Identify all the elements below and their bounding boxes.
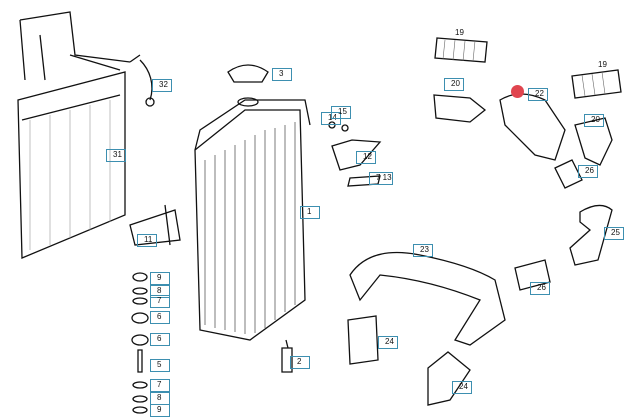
bracket-11 [129, 204, 181, 246]
part-label-25[interactable]: 25 [604, 227, 624, 240]
red-marker [511, 85, 524, 98]
outlet-20-left [433, 94, 487, 123]
part-label-19: 19 [455, 28, 464, 37]
part-label-5[interactable]: 5 [150, 359, 170, 372]
part-label-15[interactable]: 15 [331, 106, 351, 119]
part-label-32[interactable]: 32 [152, 79, 172, 92]
outlet-20-right [574, 117, 613, 166]
part-label-6[interactable]: 6 [150, 333, 170, 346]
washer-stack [131, 272, 149, 414]
part-label-19: 19 [598, 60, 607, 69]
part-label-6[interactable]: 6 [150, 311, 170, 324]
part-label-7[interactable]: 7 [150, 379, 170, 392]
hose-19-right [571, 69, 622, 99]
part-label-26[interactable]: 26 [530, 282, 550, 295]
part-label-20[interactable]: 20 [444, 78, 464, 91]
part-label-9[interactable]: 9 [150, 404, 170, 417]
thermostat-housing-22 [499, 93, 566, 161]
cable [139, 59, 153, 101]
hose-25 [569, 204, 613, 266]
part-label-12[interactable]: 12 [356, 151, 376, 164]
radiator [194, 109, 306, 341]
wire-bracket [19, 11, 141, 81]
cable-end [145, 97, 155, 107]
part-label-8[interactable]: 8 [150, 285, 170, 298]
part-label-24[interactable]: 24 [452, 381, 472, 394]
hose-26-upper [554, 159, 583, 189]
part-label-24[interactable]: 24 [378, 336, 398, 349]
part-label-22[interactable]: 22 [528, 88, 548, 101]
water-pipe-23 [349, 251, 506, 346]
filler-neck [237, 97, 259, 107]
part-label-31[interactable]: 31 [106, 149, 126, 162]
part-label-20[interactable]: 20 [584, 114, 604, 127]
hose-26-lower [514, 259, 551, 291]
part-label-2[interactable]: 2 [290, 356, 310, 369]
part-label-26[interactable]: 26 [578, 165, 598, 178]
bracket-12 [331, 139, 382, 171]
part-label-3[interactable]: 3 [272, 68, 292, 81]
part-label-9[interactable]: 9 [150, 272, 170, 285]
hose-19-left [434, 37, 488, 63]
mount-2 [281, 339, 293, 373]
part-label-11[interactable]: 11 [137, 234, 157, 247]
part-label-1[interactable]: 1 [300, 206, 320, 219]
part-label-23[interactable]: 23 [413, 244, 433, 257]
part-label-7-13[interactable]: 7 13 [369, 172, 393, 185]
radiator-blind-frame [17, 71, 126, 259]
part-label-7[interactable]: 7 [150, 295, 170, 308]
hose-24-bottom [427, 351, 471, 406]
radiator-cap [227, 64, 269, 83]
hose-24-left [347, 315, 379, 365]
